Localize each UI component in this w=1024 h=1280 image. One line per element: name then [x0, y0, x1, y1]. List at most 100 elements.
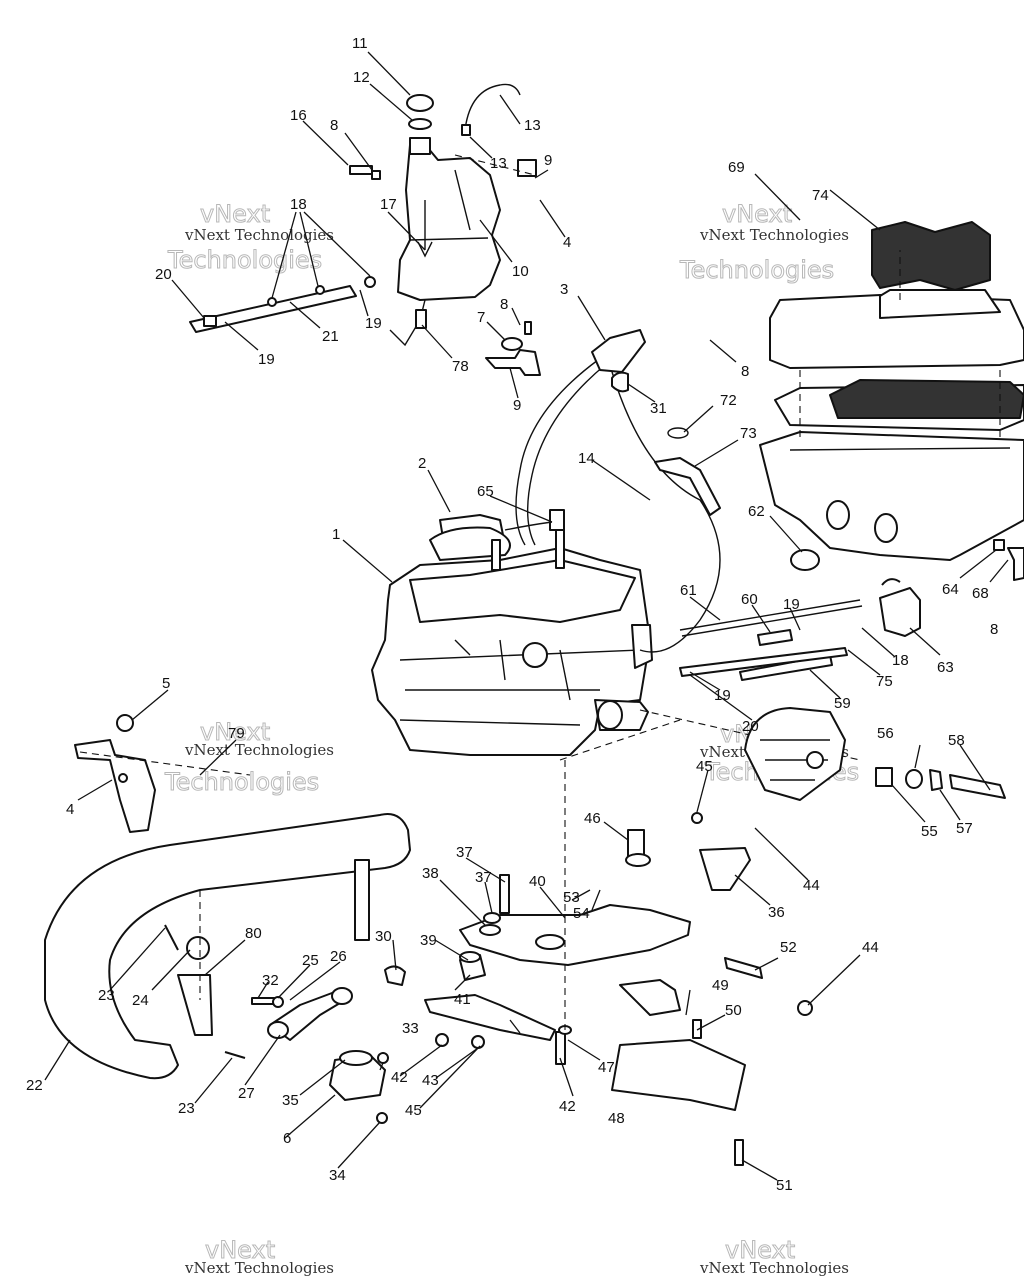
- recoil-starter: [744, 707, 1006, 801]
- callout-24: 24: [132, 992, 149, 1009]
- callout-57: 57: [956, 820, 973, 837]
- callout-42-b: 44: [862, 939, 879, 956]
- callout-54: 54: [573, 905, 590, 922]
- spark-plug-right: [555, 529, 565, 569]
- callout-48: 48: [608, 1110, 625, 1127]
- knob-5: [116, 714, 134, 732]
- callout-20-top: 20: [155, 266, 172, 283]
- bolt-58: [949, 774, 1006, 799]
- callout-31: 33: [402, 1020, 419, 1037]
- left-bracket: [74, 714, 251, 833]
- vent-hose: [464, 83, 521, 131]
- callout-46: 46: [584, 810, 601, 827]
- svg-text:vNext Technologies: vNext Technologies: [184, 741, 334, 759]
- callout-17: 17: [380, 196, 397, 213]
- callout-63: 63: [937, 659, 954, 676]
- ring-31: [377, 1052, 389, 1064]
- callout-32: 34: [329, 1167, 346, 1184]
- callout-56: 56: [877, 725, 894, 742]
- watermark-top-left: vNext vNext Technologies Technologies: [167, 200, 335, 275]
- callout-23-b: 23: [178, 1100, 195, 1117]
- callout-29: 31: [650, 400, 667, 417]
- nut-42: [471, 1035, 485, 1049]
- oil-tank-assembly: [189, 83, 541, 376]
- callout-73: 73: [740, 425, 757, 442]
- callout-3: 3: [560, 281, 568, 298]
- callout-30: 32: [262, 972, 279, 989]
- callout-28: 30: [375, 928, 392, 945]
- airbox-grommet: [790, 549, 820, 571]
- hoses: [515, 329, 721, 653]
- bracket-73: [654, 457, 721, 516]
- callout-7: 7: [477, 309, 485, 326]
- clamp: [611, 371, 629, 393]
- callout-8-mid: 8: [741, 363, 749, 380]
- callout-72: 72: [720, 392, 737, 409]
- damper-52: [724, 957, 763, 979]
- grommet-24: [186, 936, 210, 960]
- svg-text:Technologies: Technologies: [164, 768, 319, 796]
- callout-37-a: 38: [422, 865, 439, 882]
- leader-lines: [44, 51, 1009, 1181]
- callout-4-top: 4: [563, 234, 571, 251]
- nut-32: [376, 1112, 388, 1124]
- callout-80: 80: [245, 925, 262, 942]
- callout-1: 1: [332, 526, 340, 543]
- grommet: [517, 159, 537, 177]
- callout-61: 61: [680, 582, 697, 599]
- callout-43: 45: [405, 1102, 422, 1119]
- engine-block: [371, 509, 653, 756]
- callout-15: 12: [353, 69, 370, 86]
- callout-33: 35: [282, 1092, 299, 1109]
- callout-8-top: 8: [500, 296, 508, 313]
- airbox-base: [759, 431, 1024, 561]
- svg-text:vNext: vNext: [722, 200, 792, 228]
- callout-10-left: 8: [330, 117, 338, 134]
- airbox-filter: [829, 379, 1024, 419]
- callout-20-mid: 20: [742, 718, 759, 735]
- svg-text:Technologies: Technologies: [679, 256, 834, 284]
- spark-plug-left: [491, 539, 501, 571]
- engine-bracket-4: [74, 739, 156, 833]
- callout-10-right: 9: [544, 152, 552, 169]
- carb-assembly: [559, 578, 921, 761]
- callout-8-right: 8: [990, 621, 998, 638]
- oil-line: [189, 285, 357, 333]
- callout-36: 37: [475, 869, 492, 886]
- callout-44: 44: [803, 877, 820, 894]
- callout-78: 78: [452, 358, 469, 375]
- callout-58: 58: [948, 732, 965, 749]
- watermark-bottom-left: vNext vNext Technologies: [184, 1236, 334, 1278]
- svg-text:vNext Technologies: vNext Technologies: [699, 226, 849, 244]
- tank-bracket: [485, 349, 541, 376]
- oil-fitting: [415, 309, 427, 329]
- oil-tank-neck: [409, 137, 431, 155]
- callout-21: 21: [322, 328, 339, 345]
- callout-41: 42: [391, 1069, 408, 1086]
- svg-text:Technologies: Technologies: [167, 246, 322, 274]
- callout-11: 10: [512, 263, 529, 280]
- callout-18-right: 18: [892, 652, 909, 669]
- callout-4-left: 4: [66, 801, 74, 818]
- airbox-assembly: [654, 221, 1024, 581]
- svg-text:vNext Technologies: vNext Technologies: [184, 1259, 334, 1277]
- callout-75: 75: [876, 673, 893, 690]
- callout-74: 74: [812, 187, 829, 204]
- callout-55: 55: [921, 823, 938, 840]
- callout-13-mid: 14: [578, 450, 595, 467]
- svg-text:vNext: vNext: [200, 200, 270, 228]
- bolt-51: [734, 1139, 744, 1166]
- callout-62: 62: [748, 503, 765, 520]
- spring-23b: [224, 1051, 246, 1059]
- callout-40: 42: [559, 1098, 576, 1115]
- svg-text:vNext: vNext: [725, 1236, 795, 1264]
- oil-cap: [406, 94, 434, 112]
- callout-6: 6: [283, 1130, 291, 1147]
- nut-45: [691, 812, 703, 824]
- oil-cap-gasket: [408, 118, 432, 130]
- callout-49: 49: [712, 977, 729, 994]
- callout-51: 51: [776, 1177, 793, 1194]
- engine-plate-38: [459, 904, 691, 966]
- nut-57: [929, 769, 943, 791]
- callout-19-b: 19: [365, 315, 382, 332]
